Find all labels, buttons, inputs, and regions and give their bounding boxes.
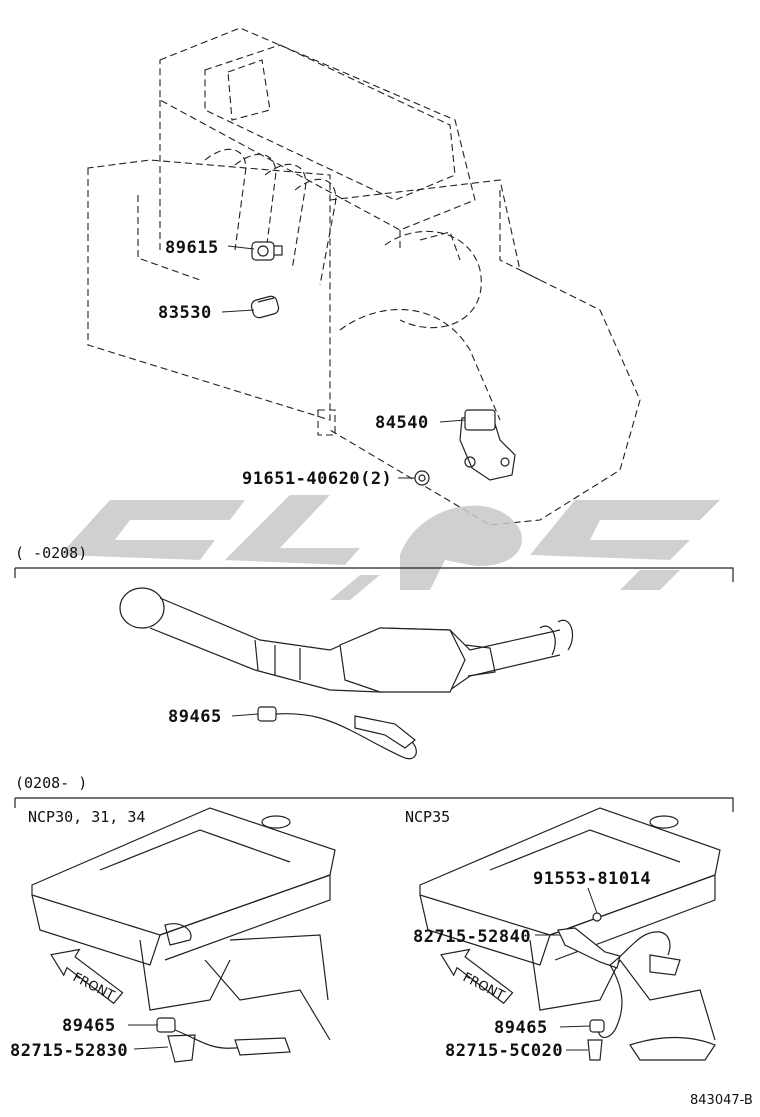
section-bracket-late xyxy=(14,797,734,812)
model-label-ncp35: NCP35 xyxy=(405,808,450,826)
bracket-sensor-right-icon xyxy=(557,912,681,1061)
part-label-82715-52840: 82715-52840 xyxy=(413,927,531,947)
section-bracket-early xyxy=(14,567,734,582)
part-label-89465-right: 89465 xyxy=(494,1018,548,1038)
front-arrow-left-icon xyxy=(50,948,124,1005)
part-label-89465-left: 89465 xyxy=(62,1016,116,1036)
part-label-84540: 84540 xyxy=(375,413,429,433)
sensor-83530-icon xyxy=(250,295,280,319)
bolt-91651-icon xyxy=(414,470,430,486)
part-label-82715-52830: 82715-52830 xyxy=(10,1041,128,1061)
sensor-84540-icon xyxy=(459,409,516,481)
engine-right-illustration xyxy=(419,807,721,1061)
engine-left-illustration xyxy=(31,807,336,1041)
engine-block-illustration xyxy=(87,27,641,526)
section-range-late: (0208- ) xyxy=(15,774,87,792)
part-label-82715-5c020: 82715-5C020 xyxy=(445,1041,563,1061)
part-label-89615: 89615 xyxy=(165,238,219,258)
model-label-ncp30-31-34: NCP30, 31, 34 xyxy=(28,808,145,826)
figure-code: 843047-B xyxy=(690,1093,753,1108)
part-label-83530: 83530 xyxy=(158,303,212,323)
oxygen-sensor-left-icon xyxy=(156,1017,291,1063)
part-label-91651-40620: 91651-40620(2) xyxy=(242,469,392,489)
exhaust-pipe-catalytic-converter xyxy=(119,587,573,693)
part-label-89465-early: 89465 xyxy=(168,707,222,727)
oxygen-sensor-early-icon xyxy=(257,706,417,760)
sensor-89615-icon xyxy=(251,241,283,261)
part-label-91553-81014: 91553-81014 xyxy=(533,869,651,889)
watermark-logo xyxy=(60,495,720,600)
section-range-early: ( -0208) xyxy=(15,544,87,562)
front-arrow-right-icon xyxy=(440,948,514,1005)
